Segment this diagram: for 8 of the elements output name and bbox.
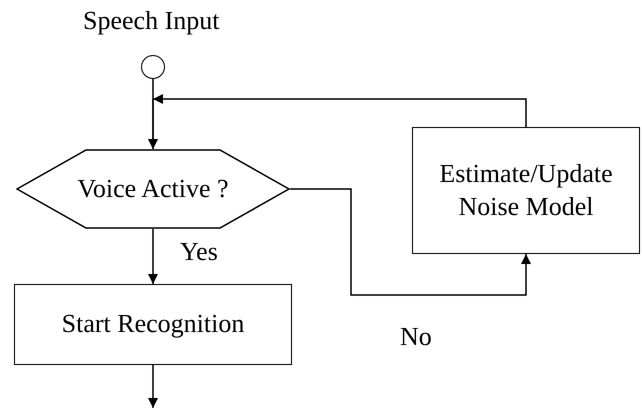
node-text: Estimate/Update Noise Model — [438, 158, 614, 222]
process-box — [412, 127, 640, 254]
decision-hexagon — [16, 149, 290, 229]
process-box — [14, 284, 292, 365]
node-text: Start Recognition — [60, 308, 246, 340]
node-caption: Speech Input — [83, 6, 220, 36]
node-text: Voice Active ? — [76, 172, 230, 205]
start-circle — [141, 55, 165, 79]
